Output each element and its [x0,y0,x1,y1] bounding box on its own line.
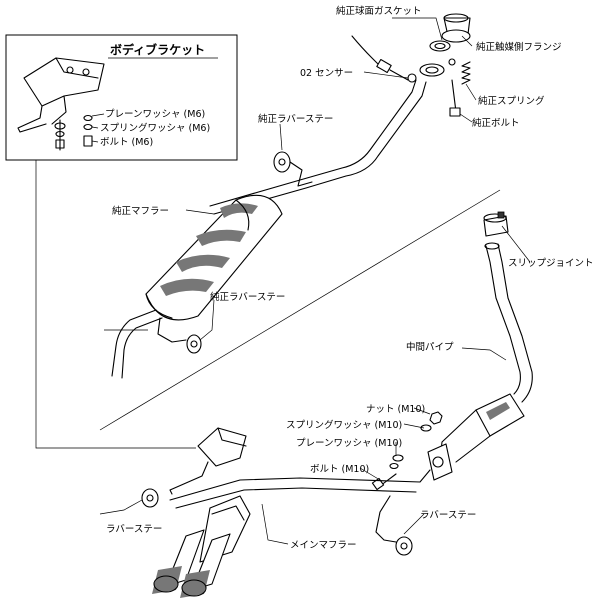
label-rubber-stay-upper: 純正ラバーステー [258,113,333,125]
spring-and-bolt [449,61,471,117]
inset-spring-washer-label: スプリングワッシャ (M6) [100,122,210,134]
o2-sensor [351,35,409,81]
slip-joint [483,211,509,237]
inset-connector-line [35,160,196,449]
label-slip-joint: スリップジョイント [508,258,594,269]
rubber-stay-right-icon [395,536,413,556]
label-rubber-stay-left: ラバーステー [106,524,162,535]
label-bolt: 純正ボルト [472,117,520,129]
label-spring: 純正スプリング [478,95,545,107]
label-o2-sensor: 02 センサー [300,68,353,79]
label-main-muffler: メインマフラー [290,540,357,551]
catalyst-flange-group [407,13,471,83]
spring-washer-m10-icon [420,424,432,432]
inset-plain-washer-label: プレーンワッシャ (M6) [105,109,205,120]
label-bolt-m10: ボルト (M10) [310,464,369,475]
center-pipe [427,242,533,481]
label-rubber-stay-lower: 純正ラバーステー [210,291,285,303]
label-muffler: 純正マフラー [112,205,169,217]
rubber-stay-left-icon [141,488,159,508]
inset-title: ボディブラケット [110,42,205,57]
stock-muffler [111,194,283,379]
main-muffler [141,427,431,598]
leader-lines [99,17,531,545]
label-spring-washer-m10: スプリングワッシャ (M10) [286,419,402,431]
label-cat-flange: 純正触媒側フランジ [476,41,562,53]
plain-washer-m10-icon [392,454,404,462]
label-nut-m10: ナット (M10) [366,404,425,415]
inset-body-bracket: ボディブラケット プレーンワッシャ (M6) スプリングワッシャ (M6) ボル… [5,34,238,161]
label-center-pipe: 中間パイプ [406,341,454,353]
body-bracket-drawing [17,57,105,133]
rubber-stay-upper-icon [273,151,291,173]
label-sphere-gasket: 純正球面ガスケット [336,5,422,17]
label-plain-washer-m10: プレーンワッシャ (M10) [296,438,402,449]
nut-m10-icon [429,411,443,425]
m10-hardware [371,411,443,491]
rubber-stay-lower-icon [186,334,202,354]
inset-hardware [54,114,93,151]
label-rubber-stay-right: ラバーステー [420,510,476,521]
perspective-line-top [99,189,501,431]
muffler-front-pipe [209,79,427,215]
inset-bolt-label: ボルト (M6) [100,137,153,148]
